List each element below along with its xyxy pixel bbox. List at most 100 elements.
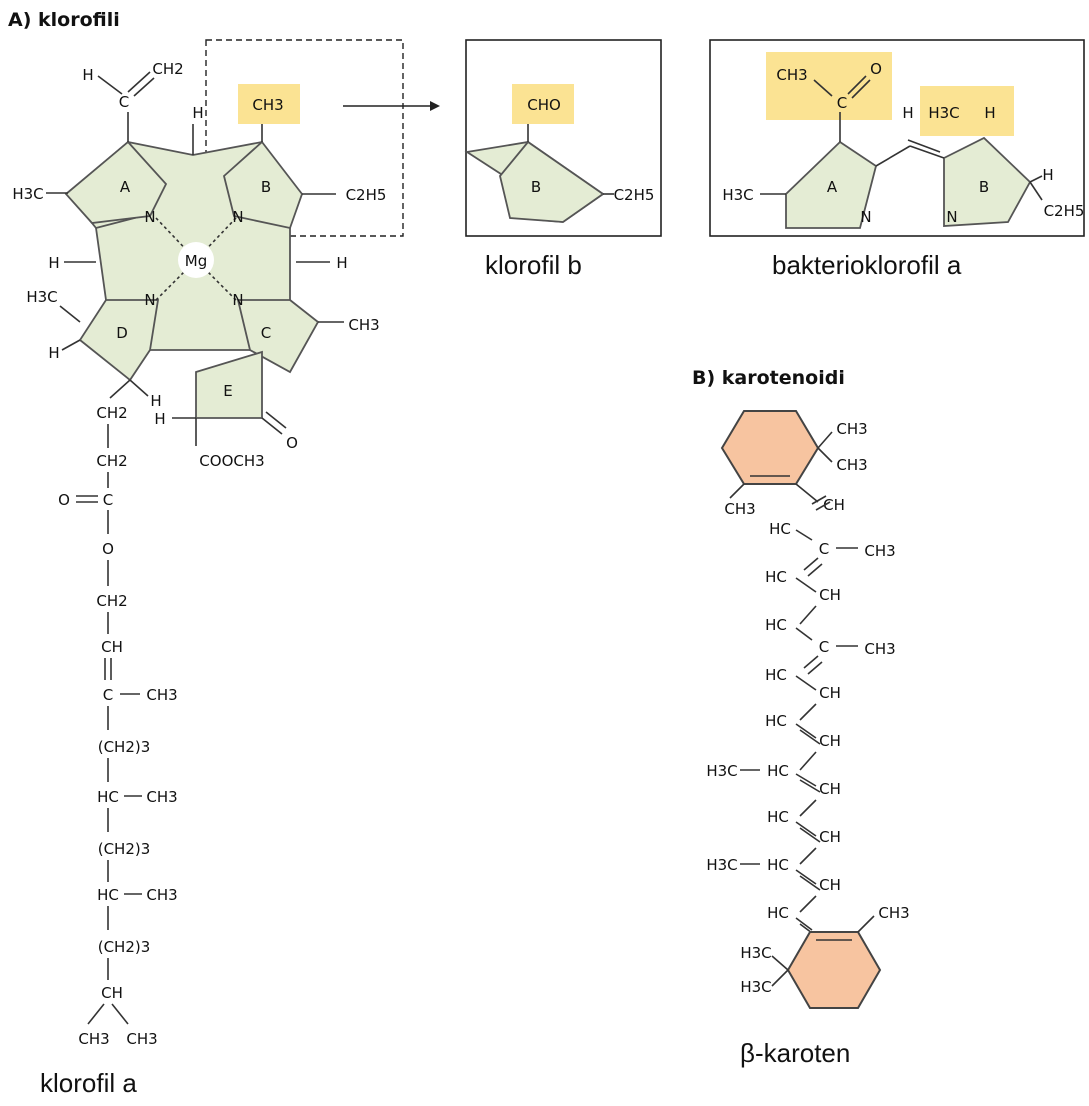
bacteriochlorophyll-a-panel: CH3 C O H H3C H H3C A B N N H C2H5 bakte… — [709, 39, 1085, 280]
tail-hc: HC — [97, 788, 119, 806]
bond — [799, 799, 817, 817]
bchl-ring-a-label: A — [827, 178, 838, 196]
tail-methyl: CH3 — [146, 686, 177, 704]
ring-e-o-label: O — [286, 434, 298, 452]
tail-ch2-3: (CH2)3 — [98, 840, 151, 858]
bond — [815, 501, 831, 511]
bchl-ring-b-h: H — [984, 104, 995, 122]
bond — [795, 675, 817, 691]
chl-b-ethyl-label: C2H5 — [614, 186, 655, 204]
bchl-ring-b — [943, 136, 1032, 227]
bchl-ring-b-h2: H — [1042, 166, 1053, 184]
bond — [851, 79, 871, 99]
bond — [803, 557, 819, 571]
top-cyclohexene-ring — [720, 410, 820, 485]
ring-b-label: B — [261, 178, 271, 196]
pyrrole-ring-d — [78, 299, 160, 382]
bond — [795, 723, 817, 739]
bchl-n-label: N — [946, 208, 957, 226]
bond — [799, 751, 817, 771]
ring-methyl-left: H3C — [740, 978, 771, 996]
ring-methyl-left: H3C — [740, 944, 771, 962]
vinyl-h-label: H — [82, 66, 93, 84]
tail-o: O — [102, 540, 114, 558]
bchl-ring-a — [785, 140, 878, 229]
bond — [127, 71, 151, 93]
bond — [265, 411, 287, 429]
bchl-acetyl-o: O — [870, 60, 882, 78]
carotene-caption: β-karoten — [740, 1038, 850, 1068]
tail-c: C — [103, 491, 113, 509]
bond — [795, 529, 813, 541]
ring-c-methyl-label: CH3 — [348, 316, 379, 334]
chain-hc: HC — [765, 616, 787, 634]
meso-h-label: H — [192, 104, 203, 122]
bond — [799, 847, 817, 865]
pyrrole-ring-a-fill — [64, 140, 168, 224]
bottom-cyclohexene-ring — [786, 931, 882, 1009]
bond — [799, 729, 821, 745]
bchl-ring-b-label: B — [979, 178, 989, 196]
beta-carotene-structure: CH3 CH3 CH3 CH HC C CH3 HC CH HC C CH3 H… — [706, 410, 910, 1068]
chain-c: C — [819, 540, 829, 558]
ring-d-bottom-h-label: H — [150, 392, 161, 410]
tail-terminal-methyl: CH3 — [78, 1030, 109, 1048]
bchl-ring-b-methyl: H3C — [928, 104, 959, 122]
bond — [771, 969, 789, 987]
chain-hc: HC — [765, 568, 787, 586]
bond — [817, 447, 833, 463]
bchl-acetyl-ch3: CH3 — [776, 66, 807, 84]
bond — [807, 563, 823, 577]
bond — [807, 661, 823, 675]
chain-hc: HC — [765, 666, 787, 684]
bond — [799, 895, 817, 913]
chain-hc: HC — [769, 520, 791, 538]
tail-c: C — [103, 686, 113, 704]
acetyl-highlight — [766, 52, 892, 120]
tail-ch2-3: (CH2)3 — [98, 738, 151, 756]
n-label: N — [144, 291, 155, 309]
bond — [129, 379, 149, 397]
bchl-n-label: N — [860, 208, 871, 226]
bond — [133, 77, 155, 97]
ring-methyl: CH3 — [878, 904, 909, 922]
tail-ch2: CH2 — [96, 592, 127, 610]
chain-ch: CH — [819, 586, 841, 604]
bond — [795, 577, 817, 593]
n-label: N — [144, 208, 155, 226]
bond — [1029, 175, 1043, 183]
chain-hc: HC — [767, 856, 789, 874]
tail-carbonyl-o: O — [58, 491, 70, 509]
chain-hc: HC — [767, 762, 789, 780]
chain-ch: CH — [819, 828, 841, 846]
n-label: N — [232, 208, 243, 226]
ch3-highlight — [238, 84, 300, 124]
ring-a-methyl-label: H3C — [12, 185, 43, 203]
bond — [803, 655, 819, 669]
bond — [847, 75, 867, 95]
bond — [795, 773, 817, 787]
meso-h-left-label: H — [48, 254, 59, 272]
chain-hc: HC — [767, 904, 789, 922]
ring-d-methyl-label: H3C — [26, 288, 57, 306]
ring-b-methyl-label: CH3 — [252, 96, 283, 114]
cho-highlight — [512, 84, 574, 124]
bchl-ring-a-methyl: H3C — [722, 186, 753, 204]
bond — [799, 703, 817, 721]
ring-b-dashed-box — [205, 39, 404, 237]
bchl-acetyl-c: C — [837, 94, 847, 112]
chl-b-cho-label: CHO — [527, 96, 561, 114]
ring-b-highlight — [920, 86, 1014, 136]
bond — [261, 417, 283, 435]
mg-label: Mg — [185, 252, 207, 270]
bond — [111, 1003, 129, 1025]
chl-b-ring-label: B — [531, 178, 541, 196]
ring-d-h-label: H — [48, 344, 59, 362]
bond — [907, 139, 941, 153]
chain-hc: HC — [765, 712, 787, 730]
bond — [109, 379, 131, 399]
tail-ch: CH — [101, 984, 123, 1002]
meso-h-right-label: H — [336, 254, 347, 272]
tail-methyl: CH3 — [146, 886, 177, 904]
ring-e-label: E — [223, 382, 232, 400]
